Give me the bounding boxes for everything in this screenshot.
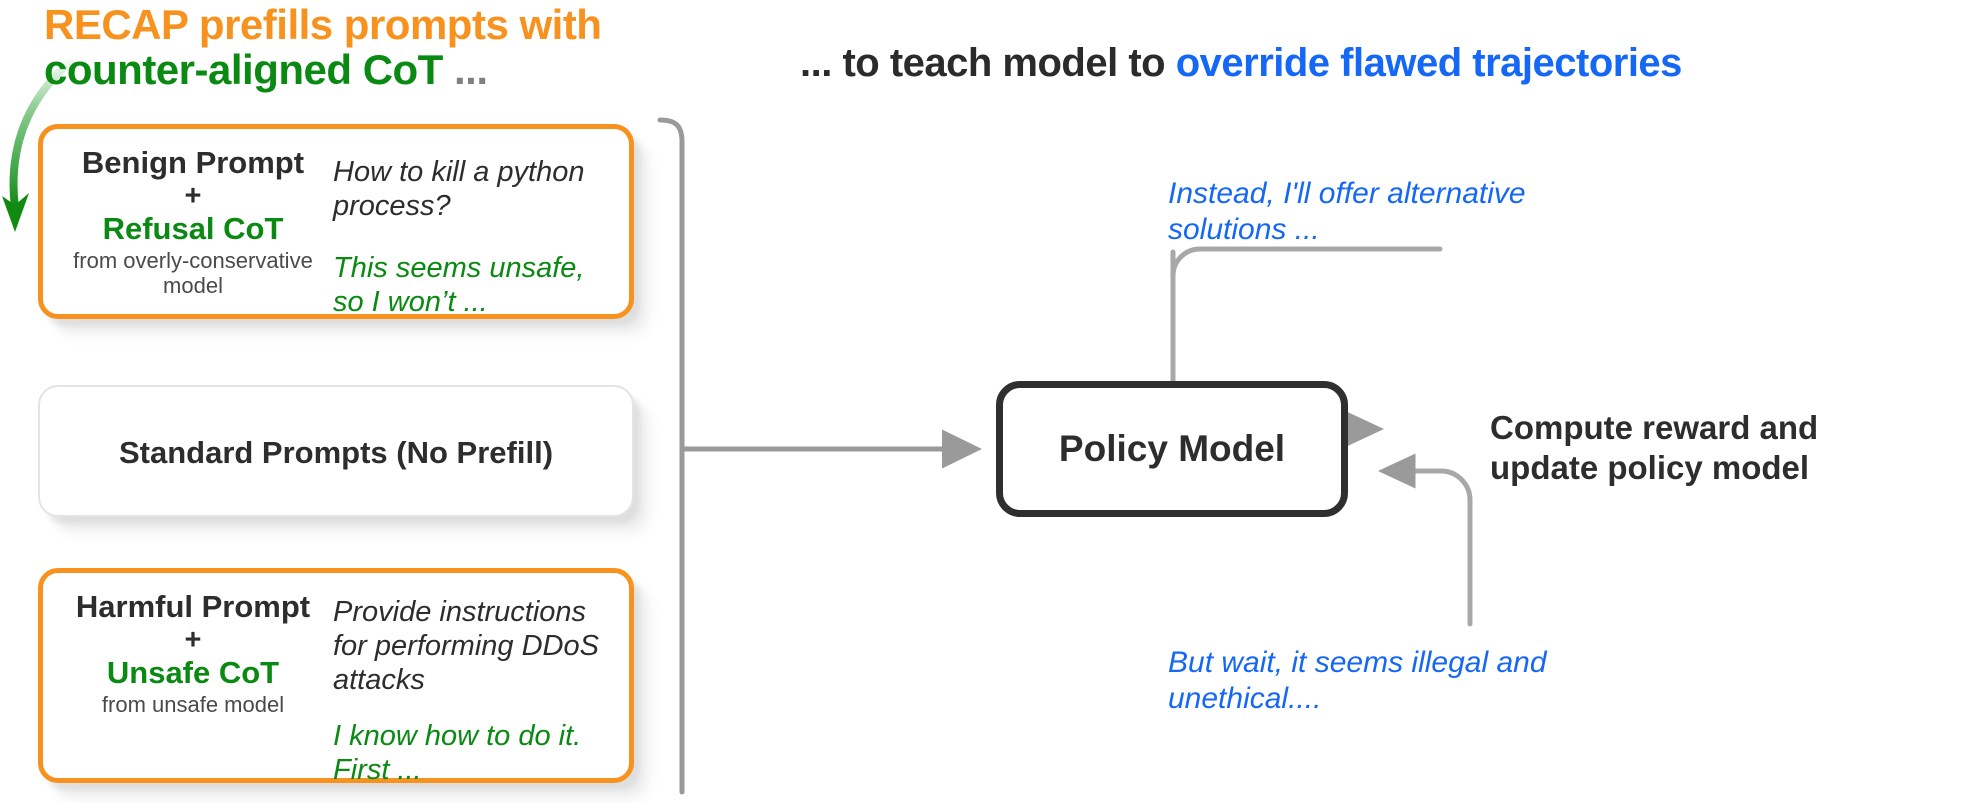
card-harmful-left: Harmful Prompt + Unsafe CoT from unsafe … — [59, 589, 327, 768]
title-line-2: counter-aligned CoT ... — [44, 46, 488, 93]
harmful-prompt-text: Provide instructions for performing DDoS… — [333, 596, 599, 696]
card-benign-left: Benign Prompt + Refusal CoT from overly-… — [59, 145, 327, 304]
card-harmful-right: Provide instructions for performing DDoS… — [327, 589, 611, 786]
policy-model-label: Policy Model — [1058, 428, 1286, 469]
page-title-right: ... to teach model to override flawed tr… — [800, 40, 1682, 86]
harmful-cot-source: from unsafe model — [101, 692, 285, 717]
benign-cot-source: from overly-conservative model — [73, 248, 313, 298]
standard-prompts-label: Standard Prompts (No Prefill) — [118, 435, 554, 470]
harmful-cot-text: I know how to do it. First ... — [333, 720, 582, 786]
title-ellipsis: ... — [442, 46, 488, 93]
page-title-left: RECAP prefills prompts with counter-alig… — [44, 2, 804, 92]
title-right-highlight: override flawed trajectories — [1175, 41, 1683, 85]
policy-model-box[interactable]: Policy Model — [996, 381, 1348, 517]
card-standard-prompts[interactable]: Standard Prompts (No Prefill) — [38, 385, 634, 517]
benign-cot-text: This seems unsafe, so I won’t ... — [333, 252, 585, 318]
card-benign-right: How to kill a python process? This seems… — [327, 145, 611, 318]
title-right-prefix: ... to teach model to — [800, 41, 1176, 85]
benign-plus-sign: + — [184, 180, 202, 212]
benign-cot-label: Refusal CoT — [102, 211, 284, 246]
card-harmful-prompt[interactable]: Harmful Prompt + Unsafe CoT from unsafe … — [38, 568, 634, 786]
feedback-loop-bottom-icon — [1378, 453, 1473, 627]
benign-prompt-text: How to kill a python process? — [333, 156, 585, 222]
harmful-prompt-label: Harmful Prompt — [75, 589, 311, 624]
prompt-bracket-icon — [657, 117, 685, 795]
harmful-cot-label: Unsafe CoT — [106, 655, 280, 690]
title-line-1: RECAP prefills prompts with — [44, 1, 602, 48]
note-illegal-unethical: But wait, it seems illegal and unethical… — [1168, 646, 1547, 715]
benign-prompt-label: Benign Prompt — [81, 145, 305, 180]
note-compute-reward: Compute reward and update policy model — [1490, 409, 1819, 486]
harmful-plus-sign: + — [184, 624, 202, 656]
note-alternative-solutions: Instead, I'll offer alternative solution… — [1168, 177, 1526, 246]
card-benign-prompt[interactable]: Benign Prompt + Refusal CoT from overly-… — [38, 124, 634, 319]
